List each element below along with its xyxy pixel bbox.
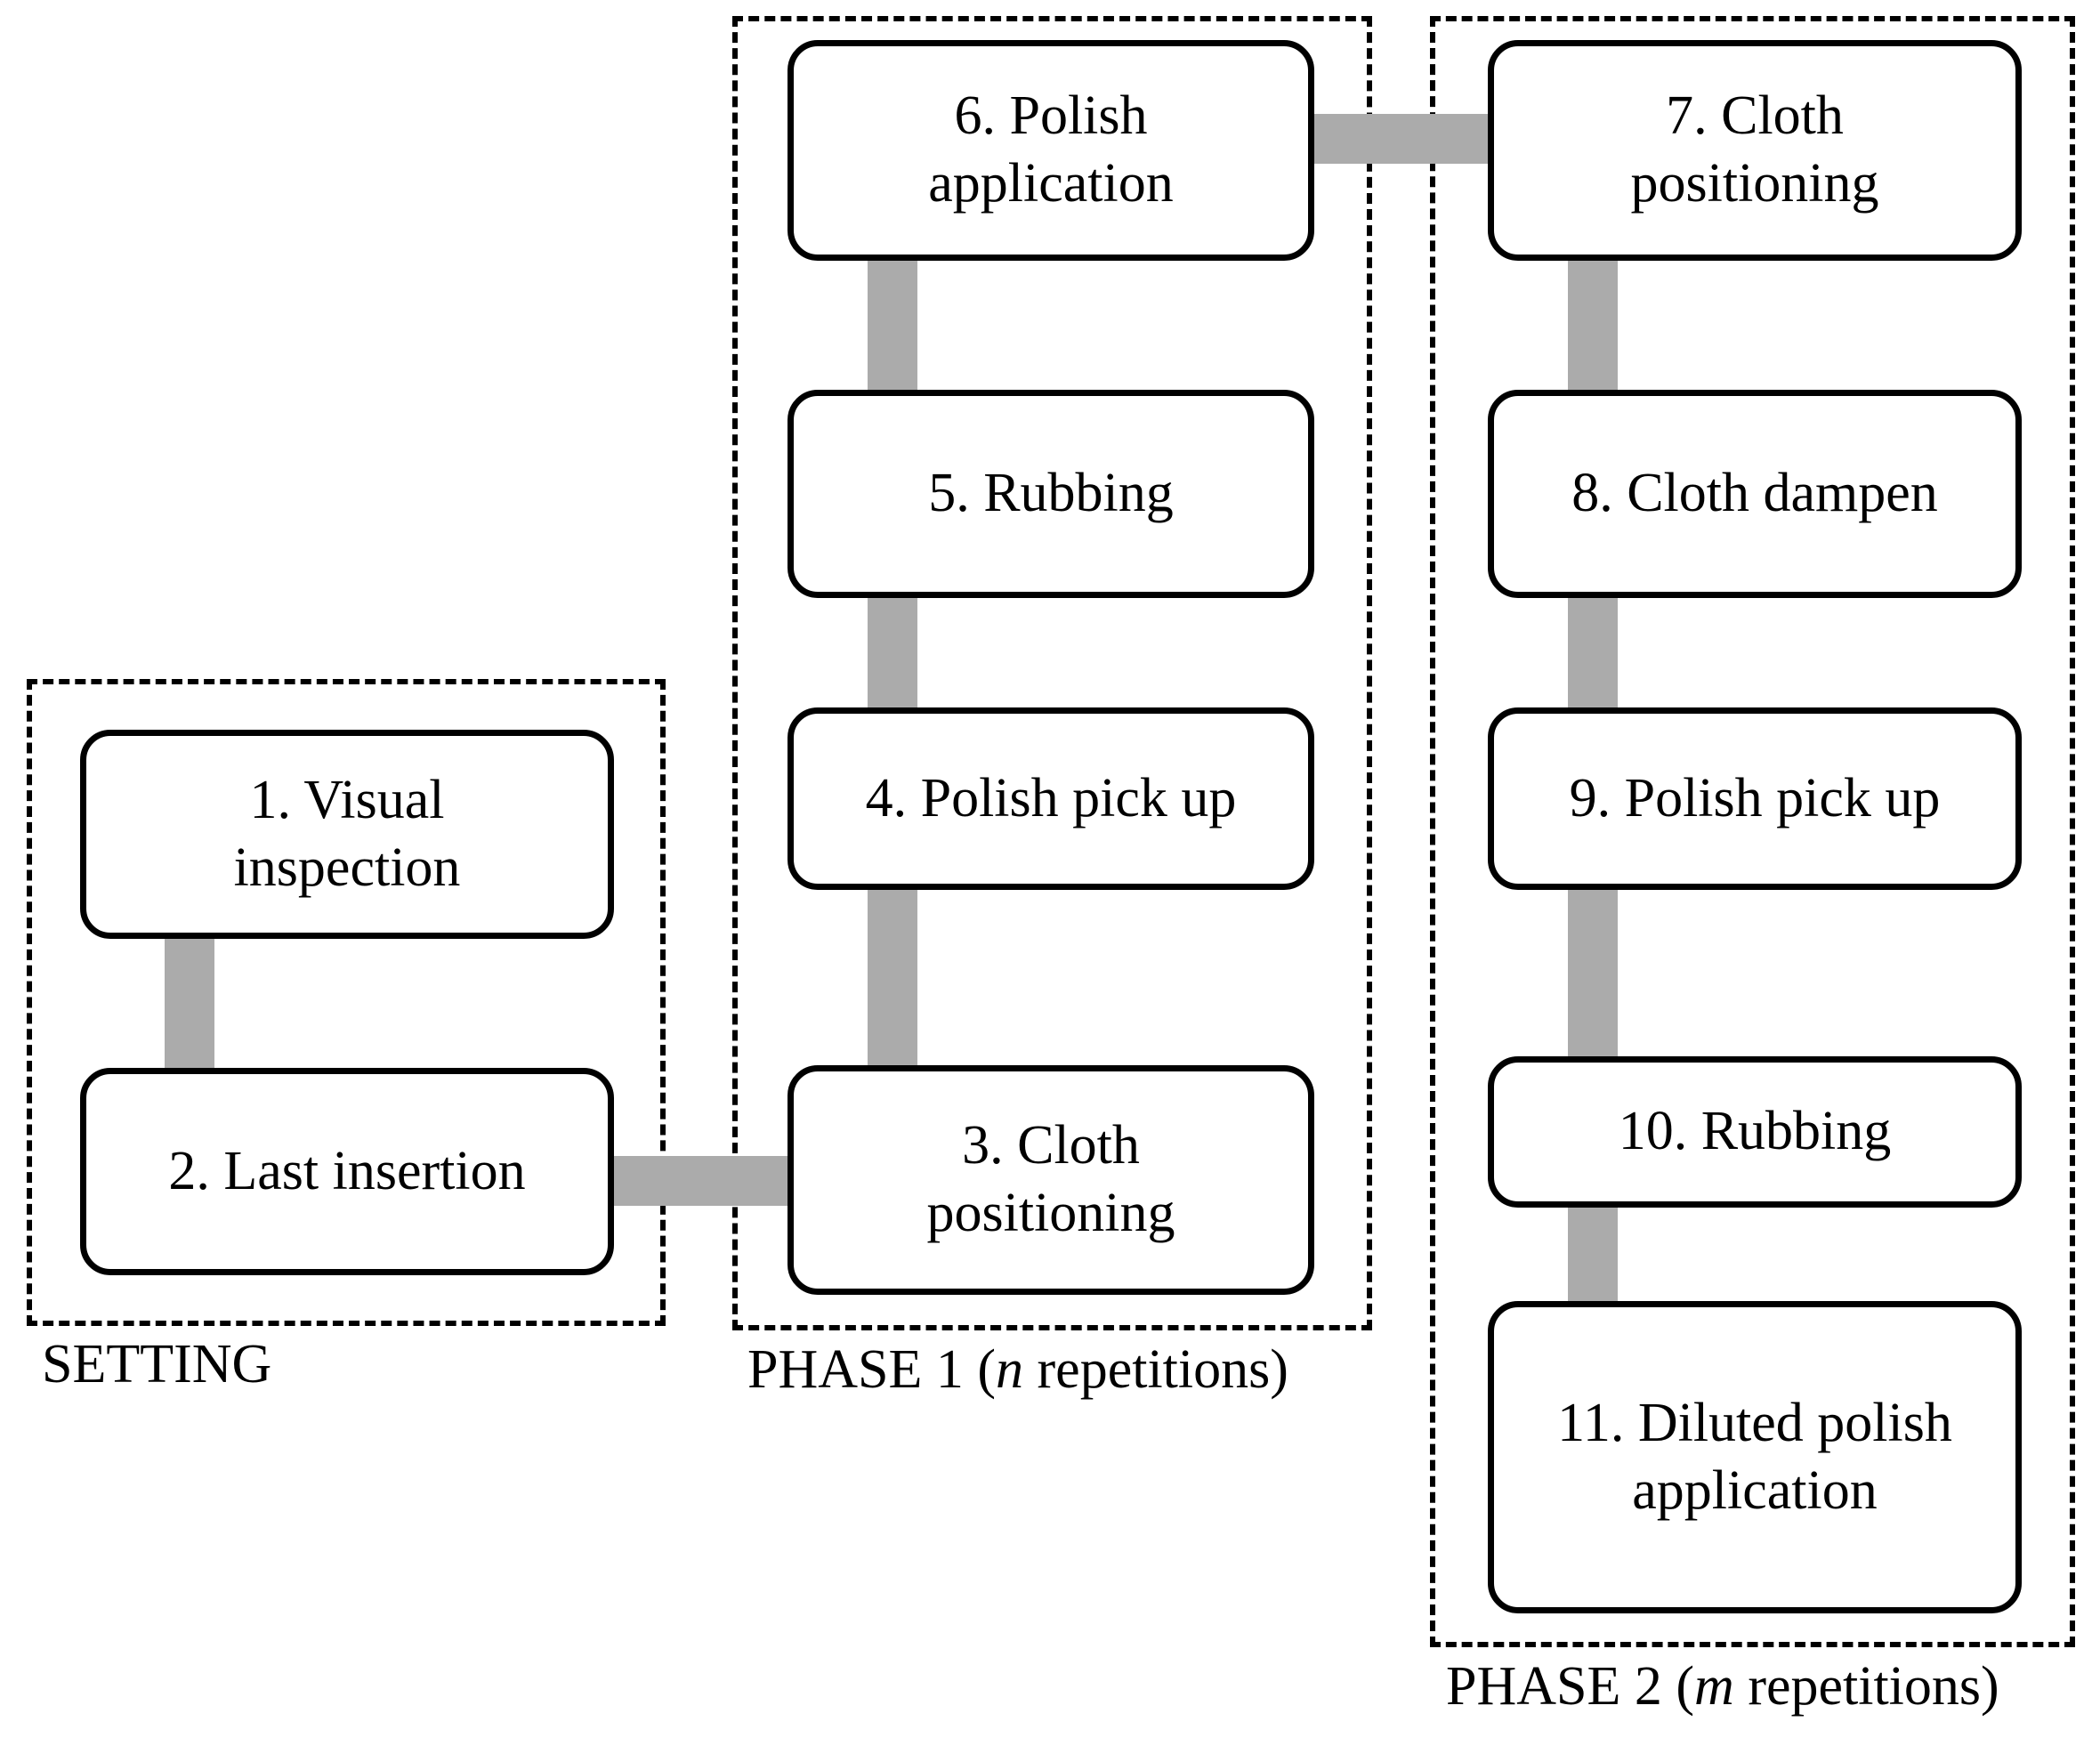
group-label-phase1: PHASE 1 (n repetitions)	[747, 1342, 1288, 1397]
process-node-n7[interactable]: 7. Cloth positioning	[1488, 40, 2022, 261]
connector-n5-to-n6	[868, 255, 917, 394]
group-label-prefix: SETTING	[42, 1334, 272, 1394]
process-node-label: 7. Cloth positioning	[1630, 85, 1879, 214]
group-label-suffix: repetitions)	[1733, 1656, 1999, 1717]
connector-n8-to-n9	[1568, 593, 1618, 712]
group-box-phase2	[1430, 16, 2075, 1647]
group-box-phase1	[732, 16, 1372, 1330]
process-node-n5[interactable]: 5. Rubbing	[788, 390, 1314, 598]
process-node-label: 5. Rubbing	[928, 463, 1174, 524]
process-node-label: 10. Rubbing	[1618, 1101, 1892, 1162]
group-label-setting: SETTING	[42, 1337, 271, 1392]
connector-n2-to-n3	[609, 1156, 793, 1206]
group-label-variable: m	[1694, 1656, 1734, 1717]
connector-n10-to-n11	[1568, 1202, 1618, 1306]
process-node-n2[interactable]: 2. Last insertion	[80, 1068, 614, 1275]
process-node-label: 4. Polish pick up	[865, 767, 1237, 829]
process-node-label: 1. Visual inspection	[233, 769, 461, 898]
process-node-n9[interactable]: 9. Polish pick up	[1488, 707, 2022, 890]
process-node-label: 3. Cloth positioning	[926, 1115, 1175, 1243]
process-node-n6[interactable]: 6. Polish application	[788, 40, 1314, 261]
connector-n7-to-n8	[1568, 255, 1618, 394]
group-label-prefix: PHASE 2 (	[1446, 1656, 1695, 1717]
process-node-n4[interactable]: 4. Polish pick up	[788, 707, 1314, 890]
process-node-n1[interactable]: 1. Visual inspection	[80, 730, 614, 939]
group-label-prefix: PHASE 1 (	[747, 1339, 997, 1400]
connector-n9-to-n10	[1568, 885, 1618, 1061]
group-label-suffix: repetitions)	[1023, 1339, 1288, 1400]
connector-n3-to-n4	[868, 885, 917, 1070]
process-node-label: 9. Polish pick up	[1569, 767, 1941, 829]
process-node-n8[interactable]: 8. Cloth dampen	[1488, 390, 2022, 598]
process-node-label: 2. Last insertion	[168, 1140, 526, 1201]
process-node-n3[interactable]: 3. Cloth positioning	[788, 1065, 1314, 1295]
process-node-label: 6. Polish application	[928, 85, 1174, 214]
group-label-phase2: PHASE 2 (m repetitions)	[1446, 1659, 1999, 1714]
connector-n6-to-n7	[1309, 114, 1493, 164]
process-node-n10[interactable]: 10. Rubbing	[1488, 1056, 2022, 1208]
process-node-label: 8. Cloth dampen	[1571, 463, 1938, 524]
process-node-n11[interactable]: 11. Diluted polish application	[1488, 1301, 2022, 1613]
connector-n4-to-n5	[868, 593, 917, 712]
connector-n1-to-n2	[165, 933, 214, 1073]
group-label-variable: n	[996, 1339, 1024, 1400]
process-node-label: 11. Diluted polish application	[1557, 1392, 1952, 1521]
group-box-setting	[27, 679, 666, 1326]
